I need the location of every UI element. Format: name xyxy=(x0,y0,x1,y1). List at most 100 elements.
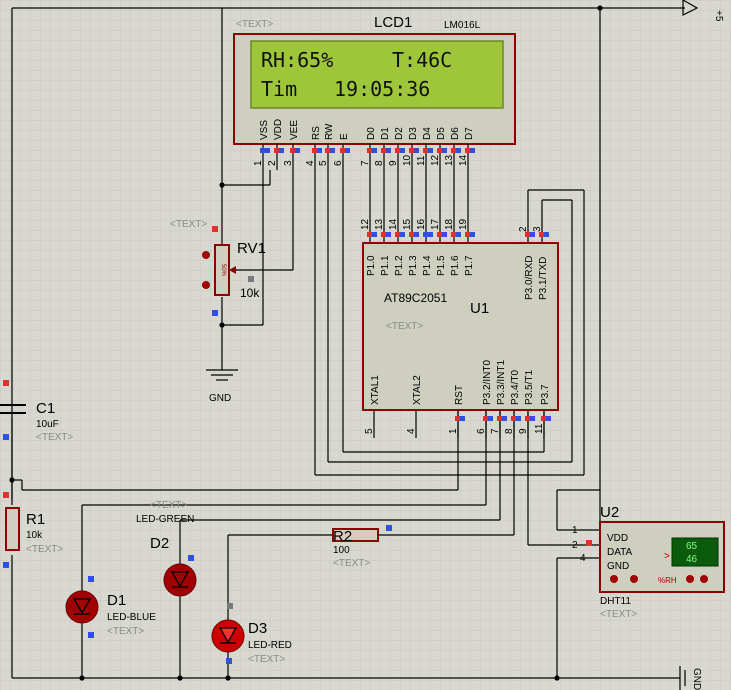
mcu-pin-marker xyxy=(455,416,460,421)
lcd-pin-name: D4 xyxy=(422,127,433,140)
lcd-pin-marker xyxy=(409,148,414,153)
lcd-pin-number: 5 xyxy=(318,160,329,166)
lcd-pin-marker xyxy=(465,148,470,153)
mcu-pin-marker xyxy=(525,416,530,421)
lcd-pin-marker xyxy=(372,148,377,153)
dht11-sensor[interactable]: U2 1 2 4 VDD DATA GND > 65 46 %RH DHT11 … xyxy=(572,504,725,620)
mcu-p1-pin-number: 13 xyxy=(374,218,385,230)
mcu-bottom-pin-name: XTAL2 xyxy=(412,375,423,405)
mcu-bottom-pin-name: P3.5/T1 xyxy=(524,370,535,405)
mcu-bottom-pin-name: XTAL1 xyxy=(370,375,381,405)
d2-text-placeholder: <TEXT> xyxy=(150,500,187,511)
power-terminal[interactable]: +5 xyxy=(682,0,724,22)
lcd-pin-marker xyxy=(290,148,295,153)
dht-up-button[interactable] xyxy=(630,575,638,583)
dht-display-bottom: 46 xyxy=(686,554,698,565)
d1-text-placeholder: <TEXT> xyxy=(107,626,144,637)
mcu-pin-marker xyxy=(539,232,544,237)
rv1-percent: 50% xyxy=(220,264,226,277)
mcu-p1-pin-number: 16 xyxy=(416,218,427,230)
mcu-bottom-pin-number: 11 xyxy=(534,423,545,434)
mcu-pin-marker xyxy=(465,232,470,237)
lcd-pin-marker xyxy=(295,148,300,153)
mcu-p1-pin-name: P1.7 xyxy=(464,255,475,276)
dht-display xyxy=(671,537,719,567)
lcd-pin-number: 13 xyxy=(444,154,455,166)
junctions xyxy=(9,5,603,681)
mcu-p1-pin-number: 18 xyxy=(444,218,455,230)
mcu-pin-marker xyxy=(386,232,391,237)
mcu-bottom-pin-name: P3.4/T0 xyxy=(510,370,521,405)
mcu-pin-marker xyxy=(460,416,465,421)
d3-led[interactable]: D3 LED-RED <TEXT> xyxy=(211,603,292,665)
mcu-p1-pin-name: P1.5 xyxy=(436,255,447,276)
gnd-label: GND xyxy=(209,393,231,404)
mcu-pin-marker xyxy=(451,232,456,237)
lcd-pin-number: 4 xyxy=(305,160,316,166)
dht-rh-down-button[interactable] xyxy=(686,575,694,583)
lcd-pin-marker xyxy=(437,148,442,153)
lcd-pin-marker xyxy=(414,148,419,153)
ground-symbol-right[interactable]: GND xyxy=(679,666,702,690)
lcd-pin-number: 11 xyxy=(416,155,427,166)
mcu-pin-marker xyxy=(525,232,530,237)
mcu-pin-marker xyxy=(530,416,535,421)
lcd-pin-marker xyxy=(317,148,322,153)
lcd-pin-marker xyxy=(279,148,284,153)
mcu-bottom-pin-name: RST xyxy=(454,385,465,405)
mcu-pin-marker xyxy=(442,232,447,237)
mcu-pin-marker xyxy=(530,232,535,237)
mcu-pin-marker xyxy=(409,232,414,237)
dht-model: DHT11 xyxy=(600,596,631,607)
lcd-pin-marker xyxy=(274,148,279,153)
r1-resistor[interactable]: R1 10k <TEXT> xyxy=(3,492,63,568)
mcu-component[interactable]: AT89C2051 U1 <TEXT> P1.012P1.113P1.214P1… xyxy=(360,218,559,438)
lcd-pin-marker xyxy=(470,148,475,153)
dht-pin-number: 4 xyxy=(580,553,586,564)
dht-rh-up-button[interactable] xyxy=(700,575,708,583)
mcu-pin-marker xyxy=(516,416,521,421)
lcd-pin-marker xyxy=(265,148,270,153)
mcu-bottom-pin-number: 8 xyxy=(504,428,515,434)
d2-led[interactable]: <TEXT> LED-GREEN D2 xyxy=(136,500,197,597)
rv1-potentiometer[interactable]: <TEXT> RV1 50% 10k xyxy=(170,219,266,316)
r2-text-placeholder: <TEXT> xyxy=(333,558,370,569)
lcd-pin-name: VEE xyxy=(289,120,300,140)
lcd-ref: LCD1 xyxy=(374,14,412,31)
mcu-p1-pin-number: 15 xyxy=(402,218,413,230)
lcd-pin-marker xyxy=(260,148,265,153)
c1-capacitor[interactable]: C1 10uF <TEXT> xyxy=(0,380,73,443)
mcu-pin-marker xyxy=(414,232,419,237)
r1-value: 10k xyxy=(26,530,43,541)
mcu-pin-marker xyxy=(541,416,546,421)
dht-down-button[interactable] xyxy=(610,575,618,583)
c1-text-placeholder: <TEXT> xyxy=(36,432,73,443)
lcd-component[interactable]: <TEXT> LCD1 LM016L RH:65% T:46C Tim 19:0… xyxy=(233,14,516,170)
mcu-pin-marker xyxy=(511,416,516,421)
d3-model: LED-RED xyxy=(248,640,292,651)
d1-ref: D1 xyxy=(107,592,126,609)
mcu-p3-pin-name: P3.0/RXD xyxy=(524,256,535,300)
mcu-bottom-pin-number: 4 xyxy=(406,428,417,434)
r1-ref: R1 xyxy=(26,511,45,528)
mcu-p1-pin-name: P1.4 xyxy=(422,255,433,276)
lcd-pin-name: RS xyxy=(311,126,322,140)
mcu-p1-pin-name: P1.6 xyxy=(450,255,461,276)
mcu-pin-marker xyxy=(423,232,428,237)
lcd-pin-number: 1 xyxy=(253,160,264,166)
lcd-pin-marker xyxy=(423,148,428,153)
lcd-pin-number: 10 xyxy=(402,154,413,166)
mcu-p1-pin-name: P1.3 xyxy=(408,255,419,276)
lcd-pin-marker xyxy=(456,148,461,153)
lcd-pin-name: D0 xyxy=(366,127,377,140)
mcu-pin-marker xyxy=(395,232,400,237)
dht-ref: U2 xyxy=(600,504,619,521)
mcu-p1-pin-name: P1.2 xyxy=(394,255,405,276)
r2-resistor[interactable]: R2 100 <TEXT> xyxy=(332,525,392,569)
ground-symbol[interactable]: GND xyxy=(206,369,238,404)
d1-led[interactable]: D1 LED-BLUE <TEXT> xyxy=(65,576,156,638)
lcd-pin-name: D1 xyxy=(380,127,391,140)
mcu-model: AT89C2051 xyxy=(384,291,447,305)
mcu-pin-marker xyxy=(372,232,377,237)
